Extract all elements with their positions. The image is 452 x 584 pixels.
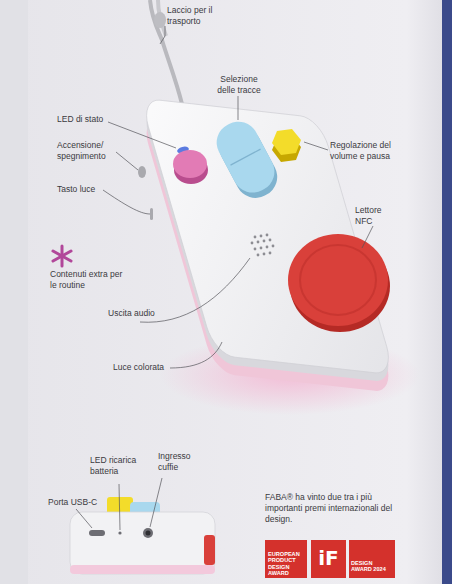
callout-label: Tasto luce [57,184,117,195]
track-selector [210,115,285,205]
nfc-reader [288,234,388,326]
asterisk-symbol [53,246,71,266]
mini-nfc [204,535,215,565]
nfc-ring [300,245,376,315]
mini-light [70,565,215,574]
callout-label: Ingresso cuffie [158,451,203,472]
shadow [0,0,28,584]
callout-label: Selezione delle tracce [212,74,266,95]
headphone-jack [143,528,153,538]
light-button [150,208,153,220]
callout-label: Regolazione del volume e pausa [330,140,410,161]
callout-label: LED di stato [57,114,117,125]
badge-text: EUROPEAN PRODUCT DESIGN AWARD [268,551,306,577]
award-badge [349,540,395,578]
callout-label: LED ricarica batteria [90,455,145,476]
headphone-jack-hole [146,531,151,536]
badge-logo: iF [311,547,346,569]
callout-label: Luce colorata [113,362,183,373]
page-edge [442,0,452,584]
callout-label: Accensione/ spegnimento [57,140,127,161]
cord-knot [154,12,166,28]
mini-device [70,512,215,574]
callout-label: Contenuti extra per le routine [50,269,125,290]
award-badge [265,540,307,578]
power-button [138,166,146,178]
leader-line [103,26,373,368]
usb-port [89,530,105,536]
award-badge [311,540,346,578]
volume-knob [272,129,301,155]
callout-label: Laccio per il trasporto [167,5,237,26]
charge-led [118,531,121,534]
badge-text: DESIGN AWARD 2024 [351,560,393,573]
device-top [140,98,395,375]
callout-label: Porta USB-C [48,497,108,508]
callout-label: Lettore NFC [355,205,395,226]
speaker-grille [251,234,275,257]
callout-label: Uscita audio [108,308,178,319]
award-note: FABA® ha vinto due tra i più importanti … [265,492,400,525]
light-key [173,150,207,178]
